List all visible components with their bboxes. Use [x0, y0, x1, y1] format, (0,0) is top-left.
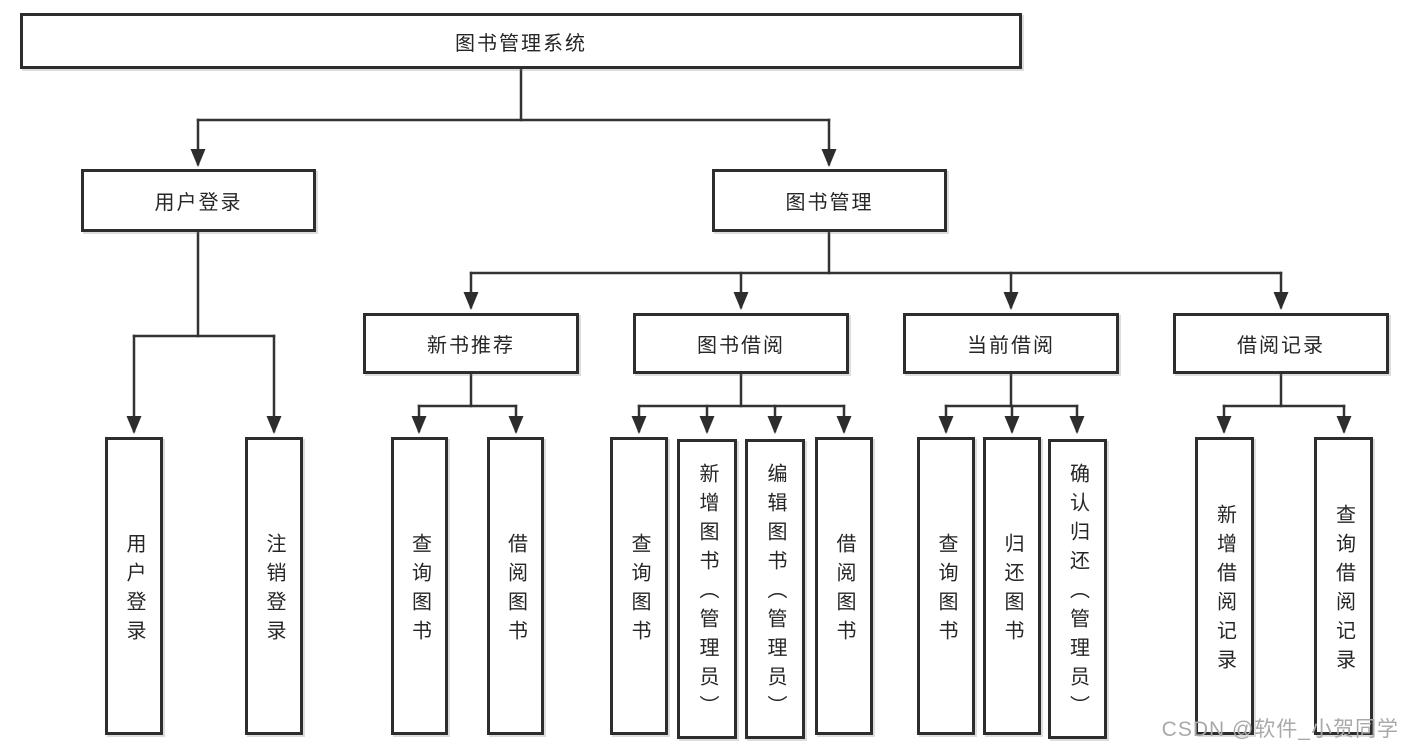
leaf-bw-edit-books-admin-label: 编辑图书（管理员） — [764, 463, 786, 724]
leaf-cu-return-books-label: 归还图书 — [1001, 532, 1023, 649]
leaf-bw-add-books-admin: 新增图书（管理员） — [677, 439, 737, 739]
leaf-nb-query-books: 查询图书 — [391, 437, 448, 735]
leaf-nb-borrow-books: 借阅图书 — [487, 437, 544, 735]
leaf-rc-query-record-label: 查询借阅记录 — [1332, 503, 1355, 678]
leaf-rc-query-record: 查询借阅记录 — [1314, 437, 1373, 735]
leaf-bw-query-books: 查询图书 — [610, 437, 668, 735]
node-borrow-records: 借阅记录 — [1173, 313, 1389, 374]
node-borrow-records-label: 借阅记录 — [1237, 335, 1325, 357]
leaf-rc-add-record-label: 新增借阅记录 — [1213, 503, 1236, 678]
leaf-user-login-label: 用户登录 — [123, 532, 145, 649]
node-book-management-label: 图书管理 — [785, 192, 874, 214]
leaf-cu-return-books: 归还图书 — [983, 437, 1041, 735]
leaf-user-login: 用户登录 — [105, 437, 163, 735]
node-current-borrowing: 当前借阅 — [903, 313, 1119, 374]
leaf-bw-borrow-books: 借阅图书 — [815, 437, 873, 735]
node-user-login-label: 用户登录 — [154, 192, 243, 214]
node-book-borrowing-label: 图书借阅 — [697, 335, 785, 357]
leaf-nb-query-books-label: 查询图书 — [408, 532, 431, 649]
leaf-rc-add-record: 新增借阅记录 — [1195, 437, 1254, 735]
leaf-cu-query-books: 查询图书 — [917, 437, 975, 735]
leaf-cu-confirm-return-admin-label: 确认归还（管理员） — [1066, 463, 1089, 724]
node-book-borrowing: 图书借阅 — [633, 313, 849, 374]
node-root-label: 图书管理系统 — [455, 32, 587, 55]
node-new-book-recommend: 新书推荐 — [363, 313, 579, 374]
node-book-management: 图书管理 — [712, 169, 947, 232]
leaf-bw-query-books-label: 查询图书 — [628, 532, 650, 649]
node-current-borrowing-label: 当前借阅 — [967, 335, 1055, 357]
leaf-bw-add-books-admin-label: 新增图书（管理员） — [696, 463, 718, 724]
node-new-book-recommend-label: 新书推荐 — [427, 335, 515, 357]
leaf-logout: 注销登录 — [245, 437, 303, 735]
leaf-bw-borrow-books-label: 借阅图书 — [833, 532, 855, 649]
node-user-login: 用户登录 — [81, 169, 316, 232]
leaf-cu-confirm-return-admin: 确认归还（管理员） — [1048, 439, 1107, 739]
csdn-watermark: CSDN @软件_小贺同学 — [1161, 718, 1399, 741]
leaf-cu-query-books-label: 查询图书 — [935, 532, 957, 649]
node-root: 图书管理系统 — [20, 13, 1022, 69]
leaf-logout-label: 注销登录 — [263, 532, 285, 649]
leaf-bw-edit-books-admin: 编辑图书（管理员） — [745, 439, 805, 739]
leaf-nb-borrow-books-label: 借阅图书 — [504, 532, 527, 649]
